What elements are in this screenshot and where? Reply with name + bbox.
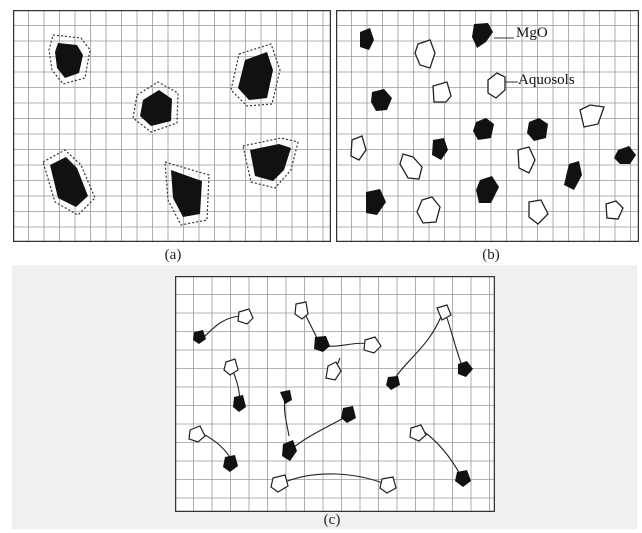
mgo-label: MgO — [516, 25, 548, 42]
aquosol-particle — [488, 73, 505, 98]
aquosol-particle — [518, 147, 535, 173]
panel-b: MgO Aquosols — [336, 10, 639, 242]
panel-b-figure — [336, 10, 639, 242]
coated-particle — [165, 162, 209, 225]
caption-c: (c) — [312, 512, 352, 529]
aquosol-particle — [415, 40, 435, 68]
caption-a: (a) — [153, 247, 193, 264]
panel-c — [175, 276, 495, 512]
panel-c-figure — [175, 276, 495, 512]
aquosol-particle — [580, 105, 604, 127]
aquosol-particle — [529, 200, 548, 224]
coated-particle — [133, 82, 178, 132]
mgo-particle — [432, 138, 448, 160]
caption-b: (b) — [471, 247, 511, 264]
mgo-particle — [371, 89, 392, 111]
mgo-particle — [614, 146, 636, 164]
coated-particle — [231, 44, 280, 106]
aquosol-particle — [400, 154, 422, 179]
aquosol-particle — [351, 136, 366, 160]
aquosols-label: Aquosols — [518, 72, 575, 89]
panel-a-figure — [13, 10, 331, 242]
coated-particle — [49, 35, 90, 84]
mgo-particle — [476, 176, 499, 203]
aquosol-particle — [417, 197, 440, 223]
mgo-particle — [527, 118, 548, 141]
aquosol-particle — [433, 82, 451, 102]
panel-a — [13, 10, 331, 242]
coated-particle — [43, 150, 95, 215]
mgo-particle — [360, 28, 374, 50]
aquosol-particle — [606, 201, 623, 219]
